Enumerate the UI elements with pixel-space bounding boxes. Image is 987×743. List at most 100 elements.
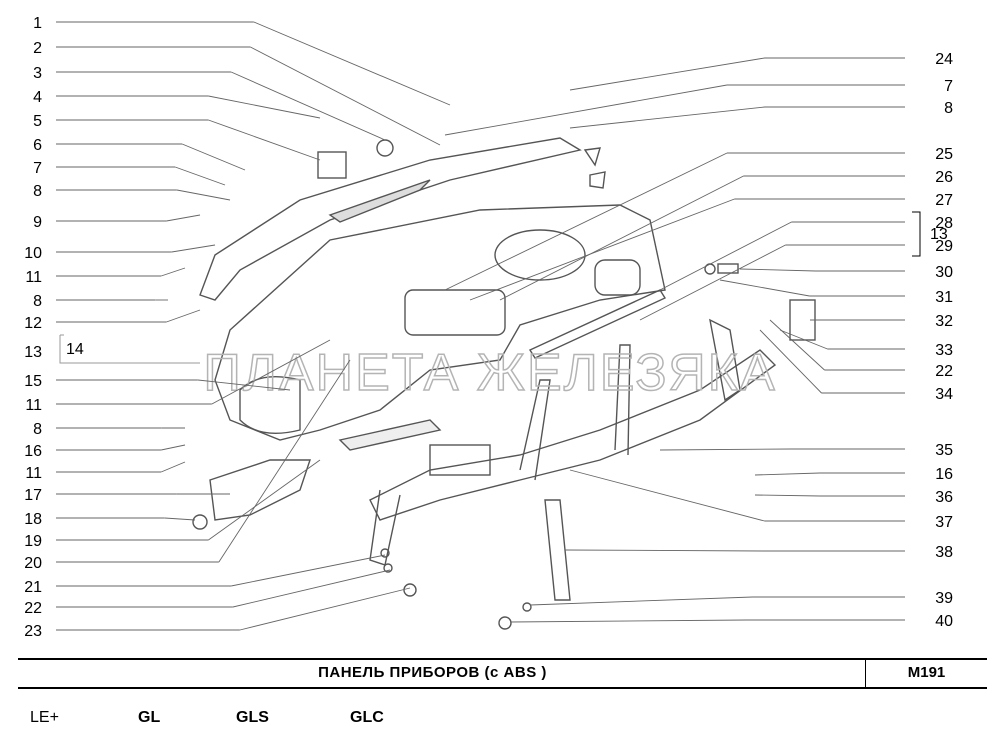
upper-trim-panel (199, 137, 582, 301)
leader-line-7 (174, 166, 226, 186)
leader-line-34 (759, 329, 822, 394)
center-support-38 (544, 499, 571, 601)
leader-line-8 (569, 106, 765, 129)
callout-left-8: 8 (33, 293, 42, 310)
callout-left-9: 9 (33, 214, 42, 231)
callout-right-8: 8 (944, 100, 953, 117)
callout-right-39: 39 (935, 590, 953, 607)
strip-28 (528, 289, 667, 359)
leader-line-33 (779, 329, 828, 350)
callout-right-22: 22 (935, 363, 953, 380)
callout-left-3: 3 (33, 65, 42, 82)
bolt-30 (717, 263, 739, 274)
washer-21 (380, 548, 390, 558)
callout-right-30: 30 (935, 264, 953, 281)
leader-line-3 (230, 71, 386, 141)
cluster-opening (494, 229, 586, 281)
callout-right-27: 27 (935, 192, 953, 209)
leader-line-24 (569, 57, 765, 91)
leader-line-16 (161, 444, 186, 451)
callout-right-16: 16 (935, 466, 953, 483)
leader-line-39 (529, 596, 753, 606)
leader-line-20 (218, 359, 351, 563)
leader-line-31 (719, 279, 810, 297)
callout-right-32: 32 (935, 313, 953, 330)
footer-top-rule (18, 658, 987, 660)
leader-line-36 (754, 494, 821, 497)
leader-line-25 (444, 152, 728, 291)
callout-left-22: 22 (24, 600, 42, 617)
callout-left-4: 4 (33, 89, 42, 106)
group-label-14: 14 (66, 341, 84, 358)
leader-line-11 (211, 339, 331, 405)
callout-right-26: 26 (935, 169, 953, 186)
right-vent (594, 259, 641, 296)
callout-left-7: 7 (33, 160, 42, 177)
leader-line-12 (166, 309, 201, 323)
footer-title: ПАНЕЛЬ ПРИБОРОВ (с ABS ) (318, 664, 547, 681)
callout-left-1: 1 (33, 15, 42, 32)
instrument-panel-body (214, 204, 666, 441)
callout-left-11: 11 (25, 397, 42, 414)
group-bracket-14 (59, 334, 200, 364)
leader-line-40 (509, 619, 747, 623)
leader-line-37 (569, 469, 765, 522)
callout-right-37: 37 (935, 514, 953, 531)
callout-left-23: 23 (24, 623, 42, 640)
variant-le-plus: LE+ (30, 709, 59, 726)
leader-line-23 (239, 587, 411, 631)
leader-line-21 (231, 554, 386, 587)
leader-line-10 (171, 244, 216, 253)
variant-gl: GL (138, 709, 161, 726)
leader-line-29 (639, 244, 786, 321)
cross-car-beam (369, 349, 777, 521)
group-bracket-13-right (912, 211, 921, 257)
callout-right-35: 35 (935, 442, 953, 459)
heater-box (429, 444, 491, 476)
callout-right-34: 34 (935, 386, 953, 403)
bolt-40 (498, 616, 512, 630)
leader-line-1 (253, 21, 451, 106)
lower-cover (209, 459, 311, 521)
callout-right-38: 38 (935, 544, 953, 561)
callout-right-28: 28 (935, 215, 953, 232)
leader-line-22 (769, 319, 825, 371)
leader-line-26 (499, 175, 744, 301)
leader-line-35 (659, 448, 792, 451)
callout-left-21: 21 (24, 579, 42, 596)
callout-left-11: 11 (25, 465, 42, 482)
callout-left-19: 19 (24, 533, 42, 550)
leader-line-19 (208, 459, 321, 541)
callout-left-8: 8 (33, 421, 42, 438)
callout-left-15: 15 (24, 373, 42, 390)
leader-line-5 (208, 119, 321, 161)
leader-line-27 (469, 198, 735, 301)
steering-bracket (519, 379, 551, 481)
callout-right-33: 33 (935, 342, 953, 359)
leader-line-15 (197, 379, 291, 391)
callout-left-11: 11 (25, 269, 42, 286)
leader-line-28 (659, 221, 792, 291)
cap-26 (589, 171, 606, 189)
group-label-13-right: 13 (930, 226, 948, 243)
bolt-23 (403, 583, 417, 597)
leader-line-11 (161, 267, 186, 277)
leader-line-16 (754, 472, 821, 476)
callout-right-7: 7 (944, 78, 953, 95)
leader-line-22 (232, 569, 391, 608)
footer-divider (865, 659, 866, 688)
leader-line-18 (164, 517, 196, 521)
callout-left-6: 6 (33, 137, 42, 154)
label-5 (317, 151, 347, 179)
variant-glc: GLC (350, 709, 384, 726)
callout-left-8: 8 (33, 183, 42, 200)
callout-right-31: 31 (935, 289, 953, 306)
bolt-18 (192, 514, 208, 530)
footer-bottom-rule (18, 687, 987, 689)
footer-code: M191 (907, 664, 946, 681)
variant-gls: GLS (236, 709, 269, 726)
callout-left-20: 20 (24, 555, 42, 572)
callout-right-25: 25 (935, 146, 953, 163)
watermark: ПЛАНЕТА ЖЕЛЕЗЯКА (203, 344, 776, 402)
